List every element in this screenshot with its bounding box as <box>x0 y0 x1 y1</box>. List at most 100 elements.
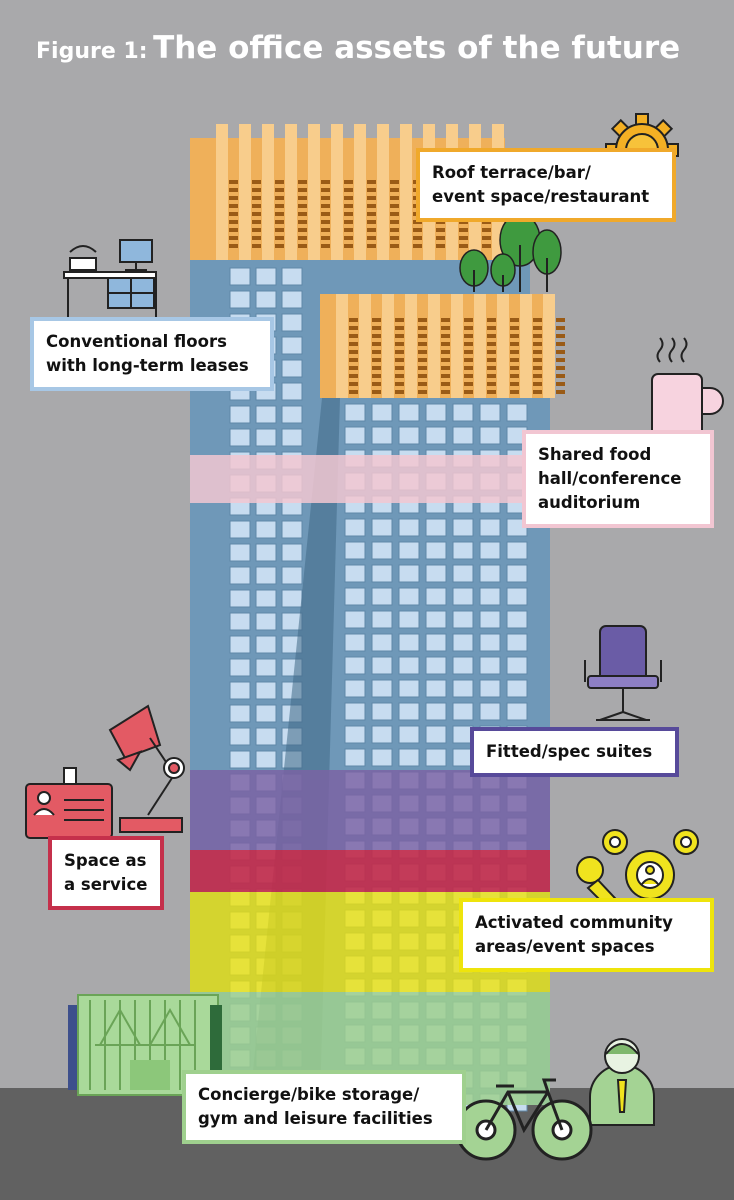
louvre <box>229 212 238 216</box>
window <box>425 518 447 537</box>
window <box>255 267 277 286</box>
window <box>425 587 447 606</box>
louvre <box>367 180 376 184</box>
window <box>371 518 393 537</box>
window <box>506 403 528 422</box>
louvre <box>464 390 473 394</box>
window <box>255 543 277 562</box>
window <box>398 587 420 606</box>
window <box>425 656 447 675</box>
louvre <box>487 382 496 386</box>
window <box>452 587 474 606</box>
figure-title: Figure 1: The office assets of the futur… <box>36 30 680 66</box>
front-roof-fins <box>336 294 565 398</box>
louvre <box>344 196 353 200</box>
window <box>425 541 447 560</box>
window <box>255 290 277 309</box>
louvre <box>533 334 542 338</box>
window <box>425 702 447 721</box>
louvre <box>349 350 358 354</box>
louvre <box>275 220 284 224</box>
window <box>506 633 528 652</box>
louvre <box>459 236 468 240</box>
window <box>255 635 277 654</box>
louvre <box>275 196 284 200</box>
window <box>229 750 251 769</box>
louvre <box>252 180 261 184</box>
fitted-band <box>190 770 550 850</box>
window <box>371 564 393 583</box>
louvre <box>418 334 427 338</box>
louvre <box>487 366 496 370</box>
label-roof-terrace: Roof terrace/bar/ event space/restaurant <box>416 148 676 222</box>
label-shared-food-hall: Shared food hall/conference auditorium <box>522 430 714 528</box>
louvre <box>533 366 542 370</box>
louvre <box>441 366 450 370</box>
window <box>281 267 303 286</box>
louvre <box>533 358 542 362</box>
window <box>344 633 366 652</box>
roof-fin <box>216 124 228 260</box>
window <box>479 633 501 652</box>
roof-fin <box>520 294 532 398</box>
roof-fin <box>285 124 297 260</box>
label-space-as-service: Space as a service <box>48 836 164 910</box>
louvre <box>395 382 404 386</box>
louvre <box>487 342 496 346</box>
louvre <box>556 326 565 330</box>
window <box>425 725 447 744</box>
window <box>255 704 277 723</box>
louvre <box>349 358 358 362</box>
louvre <box>556 390 565 394</box>
window <box>255 589 277 608</box>
louvre <box>487 374 496 378</box>
louvre <box>367 228 376 232</box>
window <box>229 658 251 677</box>
window <box>398 541 420 560</box>
louvre <box>510 334 519 338</box>
louvre <box>252 212 261 216</box>
window <box>506 656 528 675</box>
window <box>229 566 251 585</box>
louvre <box>298 196 307 200</box>
office-chair-icon <box>584 625 662 721</box>
louvre <box>372 358 381 362</box>
window <box>371 610 393 629</box>
louvre <box>390 228 399 232</box>
label-fitted-suites: Fitted/spec suites <box>470 727 679 777</box>
louvre <box>298 228 307 232</box>
window <box>371 725 393 744</box>
louvre <box>533 342 542 346</box>
louvre <box>344 228 353 232</box>
window <box>344 518 366 537</box>
window <box>229 405 251 424</box>
roof-fin <box>331 124 343 260</box>
window <box>281 359 303 378</box>
louvre <box>510 342 519 346</box>
louvre <box>556 318 565 322</box>
louvre <box>395 390 404 394</box>
louvre <box>510 350 519 354</box>
window <box>344 541 366 560</box>
louvre <box>459 228 468 232</box>
louvre <box>344 204 353 208</box>
desk-phone-computer-icon <box>63 239 157 322</box>
louvre <box>464 334 473 338</box>
louvre <box>556 358 565 362</box>
window <box>255 520 277 539</box>
label-concierge: Concierge/bike storage/ gym and leisure … <box>182 1070 466 1144</box>
louvre <box>533 382 542 386</box>
louvre <box>372 390 381 394</box>
shared-band <box>190 455 550 503</box>
window <box>281 543 303 562</box>
louvre <box>275 204 284 208</box>
window <box>452 541 474 560</box>
figure-number: Figure 1: <box>36 39 148 64</box>
louvre <box>487 350 496 354</box>
roof-fin <box>474 294 486 398</box>
window <box>229 727 251 746</box>
louvre <box>321 196 330 200</box>
window <box>398 633 420 652</box>
window <box>344 564 366 583</box>
window <box>479 518 501 537</box>
